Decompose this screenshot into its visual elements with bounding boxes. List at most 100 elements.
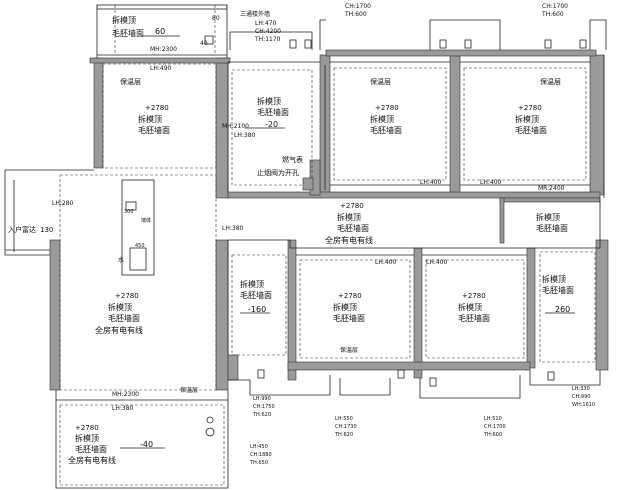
r-sockets-ch: CH:990 (572, 394, 590, 400)
bed-bottom-mid-label-1: 拆模顶 (333, 302, 357, 312)
kitchen-vent: 止烟阀为开孔 (257, 168, 299, 177)
bath-left-label-1: 拆模顶 (240, 279, 264, 289)
socket-symbols (204, 35, 587, 437)
bed-bottom-right-lh: LH:400 (426, 259, 448, 266)
bed-top-mid-lh: LH:400 (420, 179, 442, 186)
lh-top: LH:490 (150, 65, 172, 72)
bottom-balcony-height: +2780 (75, 424, 99, 432)
bath-far-right-label-1: 拆模顶 (542, 274, 566, 284)
kitchen-gas: 燃气表 (282, 155, 303, 164)
value-markers (120, 35, 575, 449)
bath-far-right-value: 260 (555, 305, 570, 314)
bottom-balcony-label-1: 拆模顶 (75, 433, 99, 443)
corridor-height: +2780 (340, 202, 364, 210)
sockets-4-th: TH:600 (483, 432, 502, 438)
living-left-height: +2780 (145, 104, 169, 112)
mh-bottom: MH:2300 (112, 391, 139, 398)
top-balcony-small-80: 80 (212, 15, 220, 22)
dashed-lines (59, 5, 596, 486)
bottom-balcony-label-2: 毛胚墙面 (75, 444, 107, 454)
bed-top-mid-insulation: 保温层 (370, 77, 391, 86)
mh-top: MH:2300 (150, 46, 177, 53)
bed-top-mid-label-1: 拆模顶 (370, 114, 394, 124)
corridor-label-3: 全房有电有线 (325, 235, 373, 245)
bath-right-label-1: 拆模顶 (536, 212, 560, 222)
sockets-4-lh: LH:510 (484, 416, 502, 422)
ac-top-th: TH:1170 (254, 36, 281, 43)
room-labels: 拆模顶 毛胚墙面 60 40 80 MH:2300 LH:490 保温层 +27… (8, 3, 595, 466)
top-balcony-label-1: 拆模顶 (112, 15, 136, 25)
living-lower-label-1: 拆模顶 (108, 302, 132, 312)
bed-top-right-label-2: 毛胚墙面 (515, 125, 547, 135)
bath-right-label-2: 毛胚墙面 (536, 223, 568, 233)
kitchen-small-wall: 墙体 (141, 217, 151, 224)
corridor-label-2: 毛胚墙面 (337, 223, 369, 233)
kitchen-island (121, 179, 155, 276)
sockets-3-ch: CH:1730 (335, 424, 357, 430)
kitchen-lh: LH:380 (234, 132, 256, 139)
sockets-1-ch: CH:1750 (253, 404, 275, 410)
top-balcony-label-2: 毛胚墙面 (112, 28, 144, 38)
bath-left-value: -160 (248, 305, 266, 314)
bed-top-mid-height: +2780 (375, 104, 399, 112)
corridor-label-1: 拆模顶 (337, 212, 361, 222)
insulation-bottom: 保温层 (180, 386, 198, 394)
ch-top-right-1: CH:1700 (542, 3, 568, 10)
top-balcony-value: 60 (155, 27, 165, 36)
sockets-1-th: TH:620 (252, 412, 271, 418)
bed-top-mid-label-2: 毛胚墙面 (370, 125, 402, 135)
ac-top-title: 三通楼外墙 (240, 10, 270, 18)
lh-mid: LH:380 (222, 225, 244, 232)
lh-entry: LH:280 (52, 200, 74, 207)
kitchen-value: -20 (265, 120, 278, 129)
sockets-2-ch: CH:1880 (250, 452, 272, 458)
bed-top-right-height: +2780 (518, 104, 542, 112)
kitchen-small-water: 水 (118, 256, 124, 264)
bed-top-right-mh: MR:2400 (538, 185, 565, 192)
bed-bottom-mid-insulation: 保温层 (340, 346, 358, 354)
kitchen-small-300: 300 (124, 209, 134, 215)
r-sockets-lh: LH:330 (572, 386, 590, 392)
sockets-3-th: TH:620 (334, 432, 353, 438)
bed-bottom-mid-height: +2780 (338, 292, 362, 300)
entrance-value: 130 (40, 226, 53, 234)
sockets-2-th: TH:650 (249, 460, 268, 466)
living-left-label-2: 毛胚墙面 (138, 125, 170, 135)
bath-far-right-label-2: 毛胚墙面 (542, 285, 574, 295)
insulation-top: 保温层 (120, 77, 141, 86)
bed-bottom-mid-label-2: 毛胚墙面 (333, 313, 365, 323)
bottom-balcony-label-4: 全房有电有线 (68, 455, 116, 465)
r-sockets-wh: WH:1610 (572, 402, 595, 408)
ch-top-mid-1: CH:1700 (345, 3, 371, 10)
bed-bottom-right-height: +2780 (462, 292, 486, 300)
ch-top-mid-2: TH:600 (344, 11, 367, 18)
living-lower-label-2: 毛胚墙面 (108, 313, 140, 323)
outlines (4, 5, 607, 489)
ac-top-lh: LH:470 (255, 20, 277, 27)
bottom-balcony-value: -40 (140, 440, 153, 449)
ch-top-right-2: TH:600 (541, 11, 564, 18)
sockets-4-ch: CH:1700 (484, 424, 506, 430)
kitchen-label-1: 拆模顶 (257, 96, 281, 106)
sockets-2-lh: LH:450 (250, 444, 268, 450)
bed-bottom-mid-lh: LH:400 (375, 259, 397, 266)
bed-top-right-lh: LH:400 (480, 179, 502, 186)
ac-top-ch: CH:4200 (255, 28, 281, 35)
kitchen-label-2: 毛胚墙面 (257, 107, 289, 117)
kitchen-small-450: 450 (135, 243, 145, 249)
bed-bottom-right-label-1: 拆模顶 (458, 302, 482, 312)
entrance-label: 入户富达 (8, 225, 36, 234)
living-lower-height: +2780 (115, 292, 139, 300)
bed-top-right-insulation: 保温层 (540, 77, 561, 86)
top-balcony-small-40: 40 (200, 40, 208, 47)
kitchen-mh: MH:2100 (222, 123, 249, 130)
living-lower-label-3: 全房有电有线 (95, 325, 143, 335)
bed-bottom-right-label-2: 毛胚墙面 (458, 313, 490, 323)
lh-bottom: LH:380 (112, 405, 134, 412)
living-left-label-1: 拆模顶 (138, 114, 162, 124)
bath-left-label-2: 毛胚墙面 (240, 290, 272, 300)
bed-top-right-label-1: 拆模顶 (515, 114, 539, 124)
sockets-3-lh: LH:550 (335, 416, 353, 422)
sockets-1-lh: LH:990 (253, 396, 271, 402)
